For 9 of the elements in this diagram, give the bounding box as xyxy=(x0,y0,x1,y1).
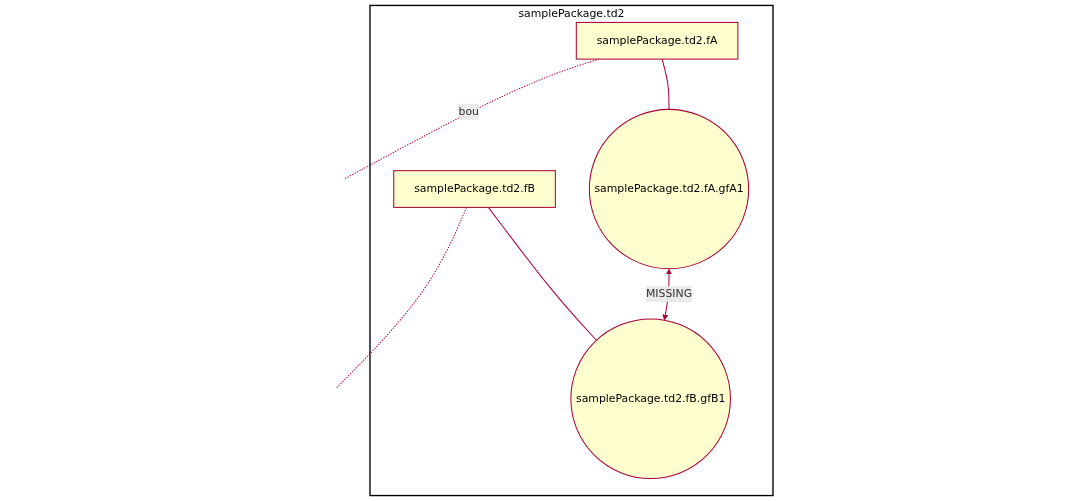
connector xyxy=(335,206,467,390)
connector xyxy=(487,206,597,341)
connector xyxy=(661,58,670,110)
node-circle: samplePackage.td2.fA.gfA1 xyxy=(588,108,749,270)
node-box: samplePackage.td2.fB xyxy=(393,170,556,208)
edge-label: bou xyxy=(458,104,479,118)
node-circle: samplePackage.td2.fB.gfB1 xyxy=(570,318,731,480)
node-box: samplePackage.td2.fA xyxy=(575,21,739,60)
edge-label: MISSING xyxy=(645,287,692,300)
